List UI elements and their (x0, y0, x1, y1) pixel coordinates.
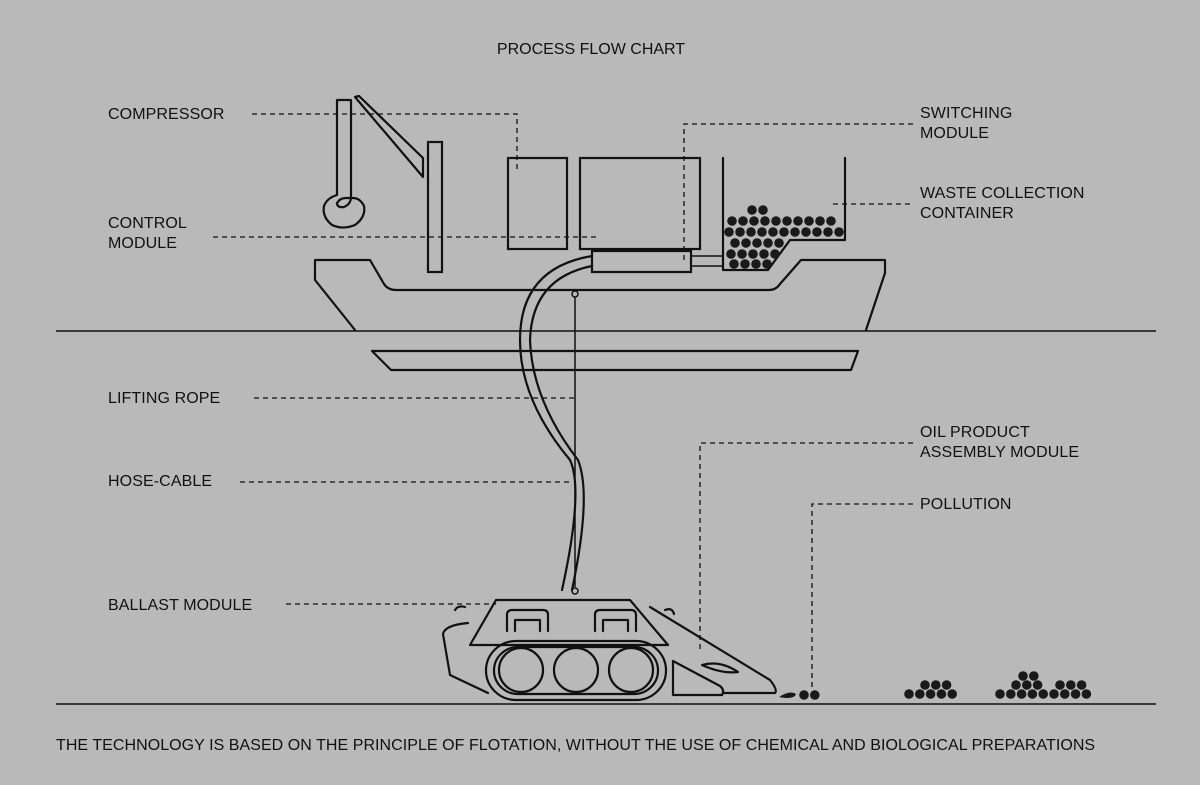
label-hose-cable: HOSE-CABLE (108, 473, 213, 490)
pollution-ball (1081, 689, 1092, 699)
compressor-box (506, 156, 569, 251)
pollution-ball (730, 238, 740, 248)
label-ballast-module: BALLAST MODULE (108, 597, 253, 614)
label-switching-module-line2: MODULE (920, 125, 990, 142)
leader-compressor (252, 113, 518, 172)
label-control-module-line1: CONTROL (108, 215, 187, 232)
pollution-ball (740, 259, 750, 269)
pollution-ball (768, 227, 778, 237)
crawler-robot (441, 598, 777, 702)
pollution-ball (729, 259, 739, 269)
pollution-ball (947, 689, 957, 699)
control-module-box (578, 156, 702, 251)
leader-oil-assembly (699, 442, 913, 652)
pollution-ball (737, 249, 747, 259)
pollution-ball (741, 238, 751, 248)
pollution-ball (810, 690, 820, 700)
pollution-ball (724, 227, 734, 237)
pollution-ball (1016, 689, 1027, 699)
crane (322, 94, 444, 274)
lifting-rope (571, 290, 579, 595)
pollution-ball (1022, 680, 1032, 690)
pollution-ball (770, 249, 780, 259)
label-waste-container-line1: WASTE COLLECTION (920, 185, 1085, 202)
switching-module-box (590, 249, 693, 274)
pollution-ball (815, 216, 825, 226)
pollution-ball (834, 227, 844, 237)
diagram-title: PROCESS FLOW CHART (496, 41, 686, 58)
pollution-ball (936, 689, 947, 699)
pollution-ball (1066, 680, 1076, 690)
pollution-ball (1070, 689, 1081, 699)
pollution-ball (746, 227, 756, 237)
pollution-ball (823, 227, 833, 237)
pollution-ball (1011, 680, 1021, 690)
ship-hull (313, 258, 887, 332)
label-oil-assembly-line1: OIL PRODUCT (920, 424, 1030, 441)
pollution-ball (726, 249, 736, 259)
pollution-ball (738, 216, 748, 226)
label-control-module-line2: MODULE (108, 235, 178, 252)
pollution-ball (915, 689, 925, 699)
pollution-ball (931, 680, 941, 690)
pollution-ball (1055, 680, 1065, 690)
pollution-ball (1076, 680, 1087, 690)
pollution-ball (759, 249, 769, 259)
pollution-ball (1038, 689, 1048, 699)
footer-caption: THE TECHNOLOGY IS BASED ON THE PRINCIPLE… (56, 737, 1096, 754)
pollution-ball (760, 216, 770, 226)
pollution-ball (758, 205, 768, 215)
label-compressor: COMPRESSOR (108, 106, 225, 123)
leader-pollution (811, 503, 913, 688)
pollution-ball (826, 216, 836, 226)
pollution-ball (925, 689, 936, 699)
pollution-ball (793, 216, 803, 226)
pollution-ball (782, 216, 792, 226)
pollution-ball (757, 227, 767, 237)
pollution-ball (799, 690, 809, 700)
pollution-ball (801, 227, 811, 237)
pollution-ball (747, 205, 757, 215)
pollution-ball (812, 227, 822, 237)
pollution-drip (779, 692, 796, 698)
pollution-ball (727, 216, 737, 226)
pollution-ball (751, 259, 761, 269)
pollution-ball (1018, 671, 1028, 681)
pollution-ball (774, 238, 784, 248)
floating-platform (370, 349, 860, 372)
label-switching-module-line1: SWITCHING (920, 105, 1013, 122)
pollution-ball (941, 680, 952, 690)
pollution-ball (762, 259, 772, 269)
pollution-ball (1027, 689, 1038, 699)
pollution-ball (995, 689, 1005, 699)
pollution-ball (779, 227, 789, 237)
pollution-ball (1049, 689, 1059, 699)
label-oil-assembly-line2: ASSEMBLY MODULE (920, 444, 1080, 461)
label-lifting-rope: LIFTING ROPE (108, 390, 221, 407)
leader-switching-module (683, 123, 913, 260)
pollution-ball (771, 216, 781, 226)
pollution-ball (804, 216, 814, 226)
pollution-ball (1006, 689, 1016, 699)
pollution-ball (1060, 689, 1070, 699)
pollution-ball (1029, 671, 1039, 681)
pollution-ball (904, 689, 914, 699)
pollution-ball (1032, 680, 1043, 690)
waste-balls (724, 205, 844, 269)
pollution-ball (749, 216, 759, 226)
pollution-ball (763, 238, 773, 248)
label-pollution: POLLUTION (920, 496, 1012, 513)
pollution-balls (799, 671, 1092, 700)
pollution-ball (920, 680, 930, 690)
pollution-ball (752, 238, 762, 248)
pollution-ball (735, 227, 745, 237)
label-waste-container-line2: CONTAINER (920, 205, 1014, 222)
pollution-ball (748, 249, 758, 259)
pollution-ball (790, 227, 800, 237)
